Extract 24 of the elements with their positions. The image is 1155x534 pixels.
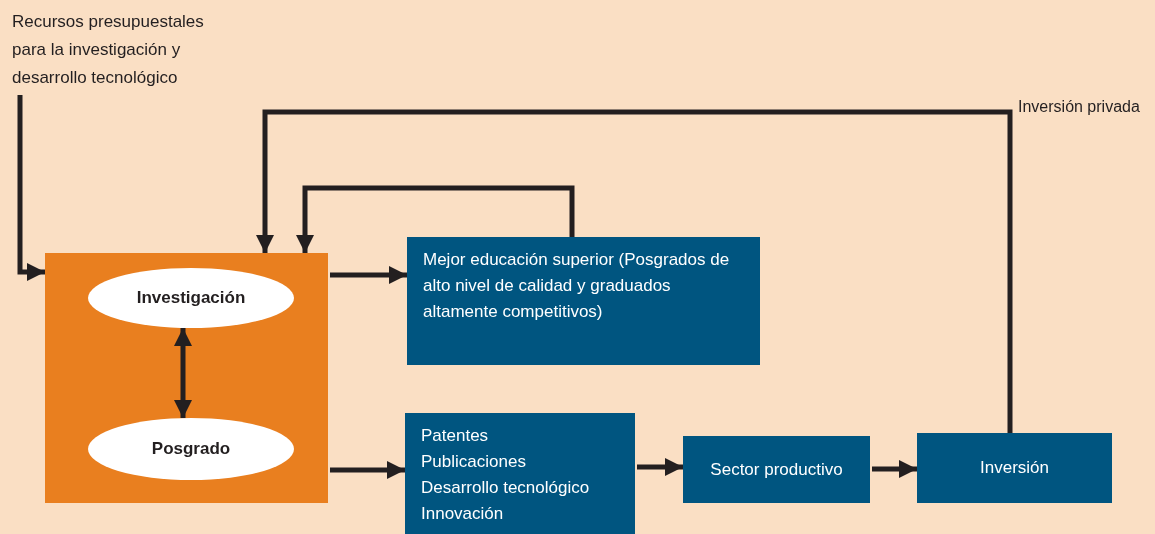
process-box [683,436,870,503]
box-text: Innovación [421,503,504,525]
node-label: Posgrado [151,439,231,459]
box-text: Desarrollo tecnológico [421,477,590,499]
box-text: Sector productivo [710,458,843,481]
box-text: Publicaciones [421,451,526,473]
arrow [637,458,683,476]
process-box [917,433,1112,503]
arrow [330,266,407,284]
process-panel [45,253,328,503]
arrow [174,328,192,418]
source-text: Recursos presupuestales para la investigación y desarrollo tecnológico [12,8,227,92]
box-text: Mejor educación superior (Posgrados de alto nivel de calidad y graduados altamente competitivos) [423,249,730,323]
process-box [405,413,635,534]
arrow [256,109,1013,433]
edge-label: Inversión privada [1016,98,1142,116]
node-label: Investigación [136,288,246,308]
process-box [407,237,760,365]
arrow [296,185,575,253]
box-text: Patentes [421,425,489,447]
arrow [330,461,405,479]
arrow [17,95,45,281]
arrow [872,460,917,478]
box-text: Inversión [980,457,1049,479]
